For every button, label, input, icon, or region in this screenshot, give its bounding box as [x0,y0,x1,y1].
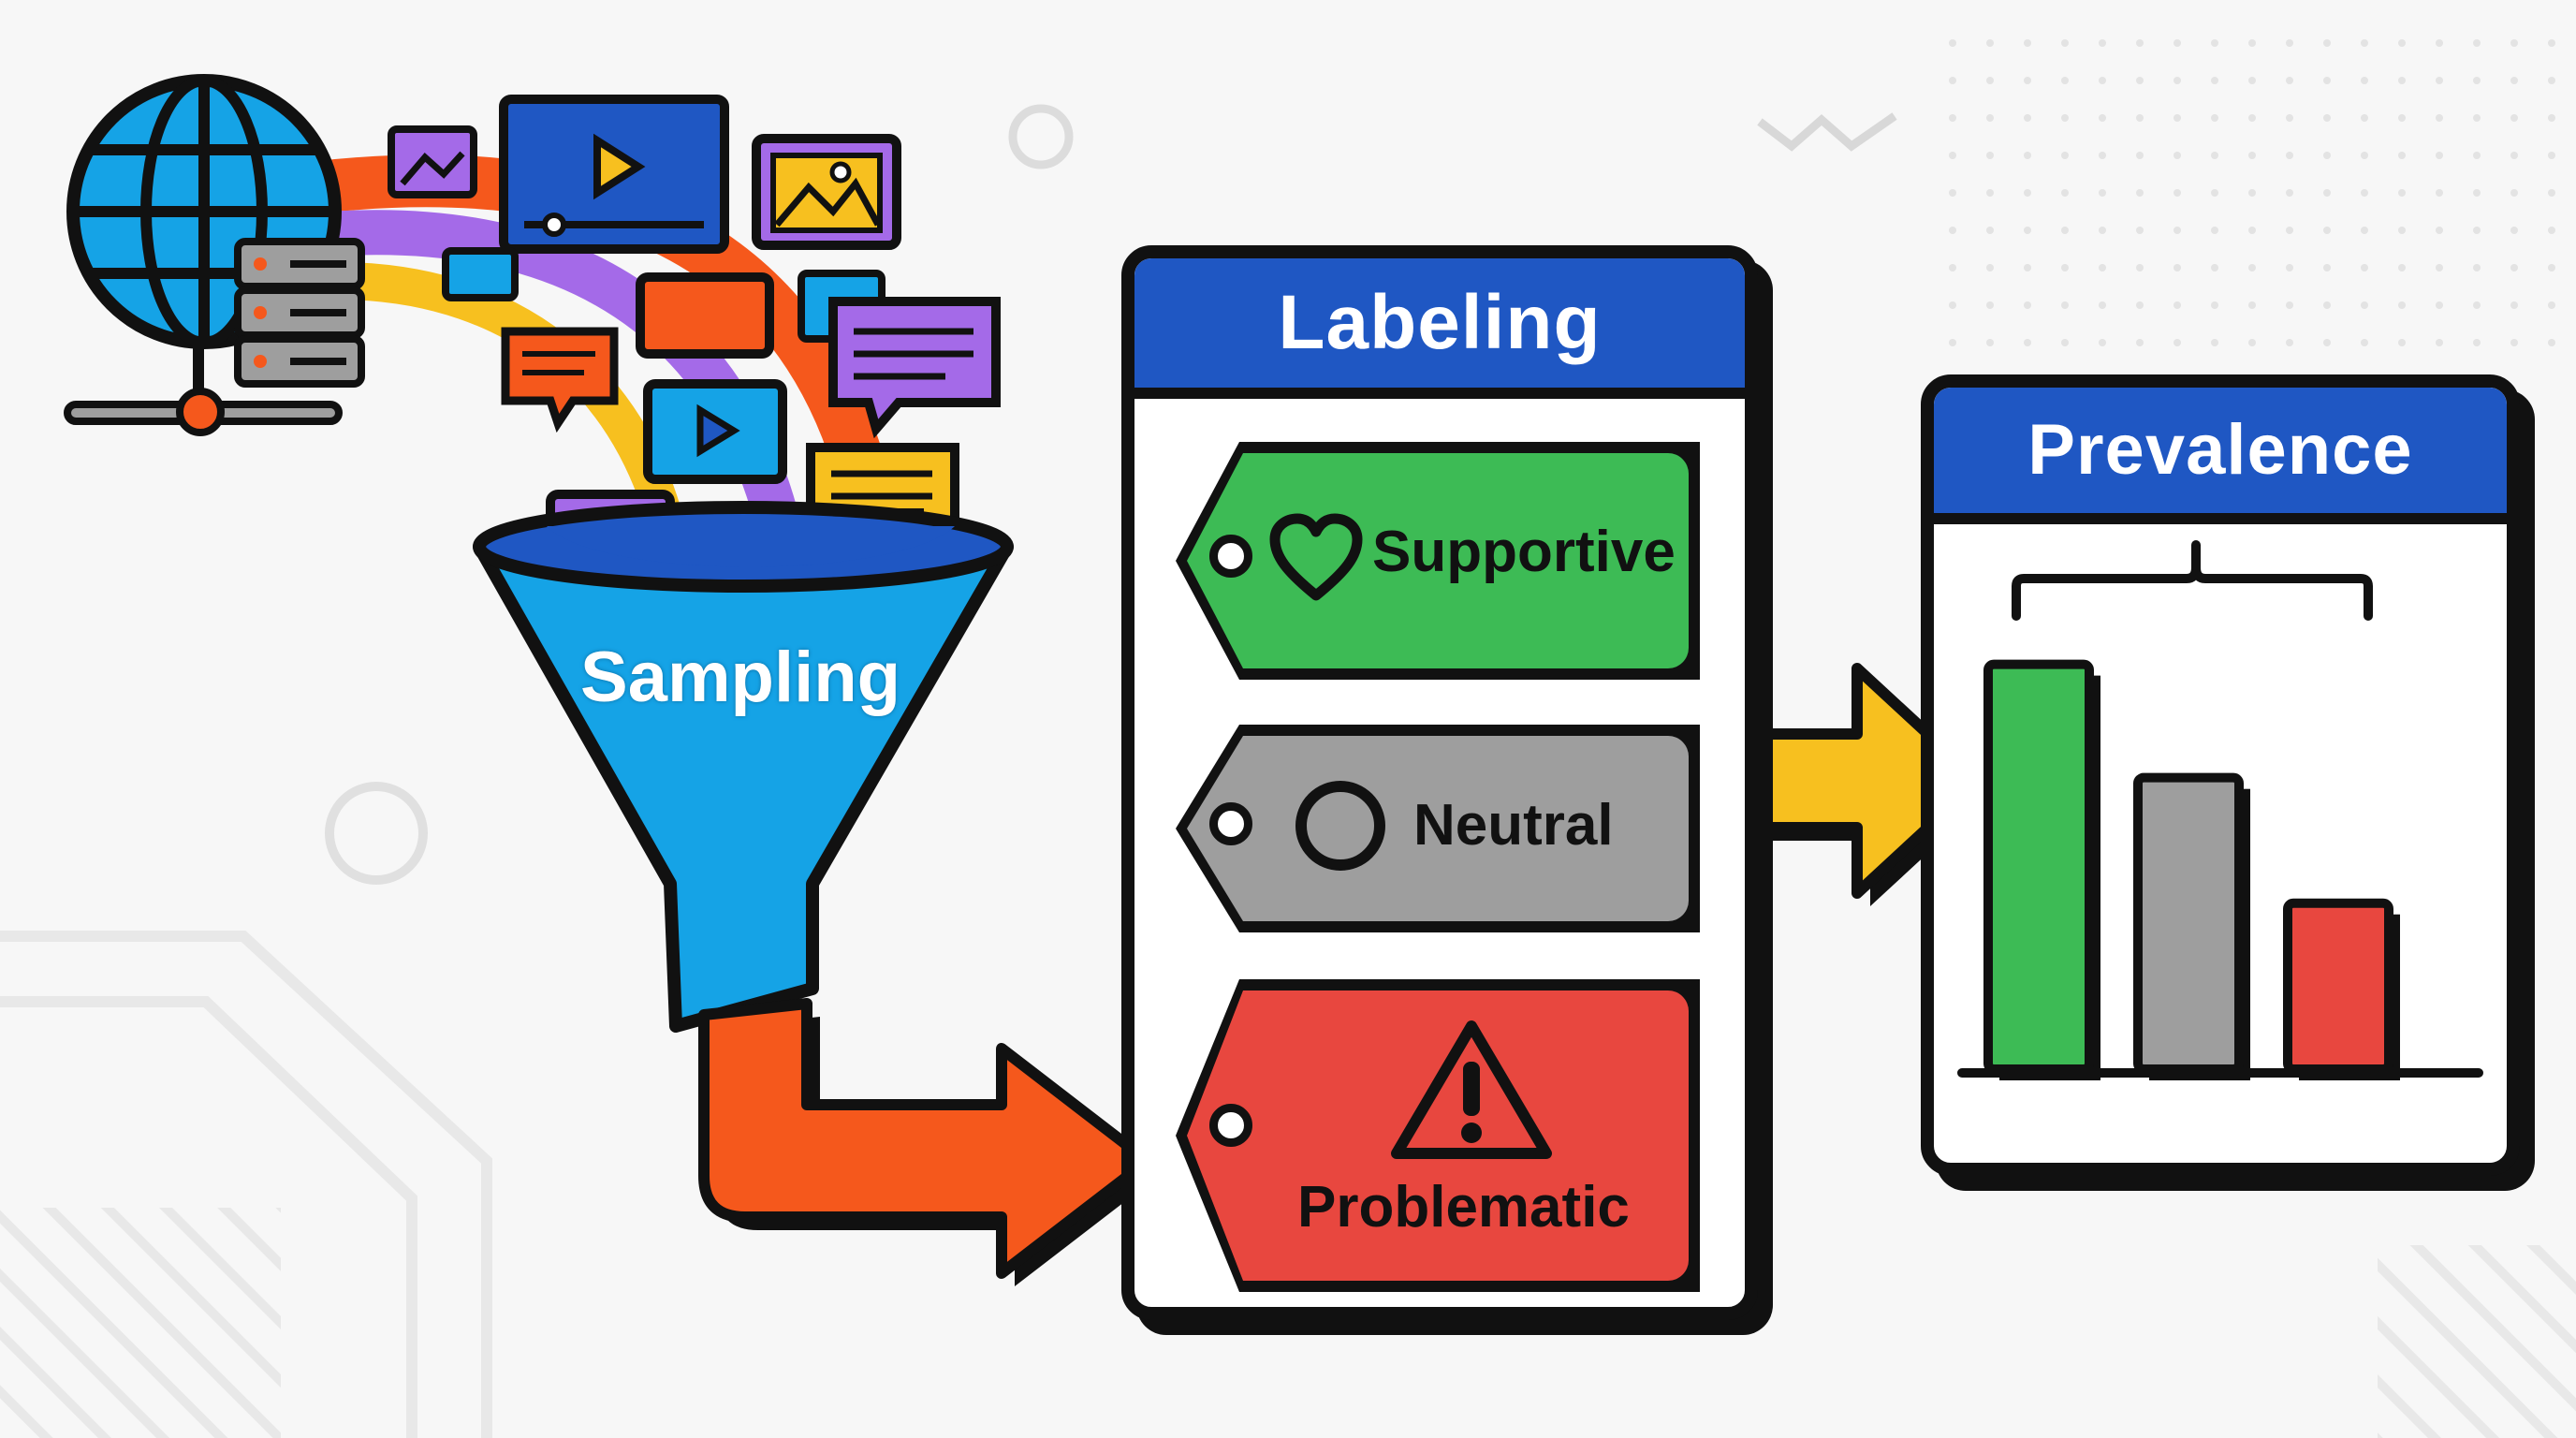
tag-problematic: Problematic [1176,979,1700,1292]
video-player-icon [499,95,729,254]
labeling-panel: Labeling Supportive Neutral [1121,245,1758,1320]
circle-icon [1295,781,1385,871]
tag-hole-icon [1209,802,1252,845]
image-card-icon [752,134,901,250]
chat-bubble-icon [828,297,1001,439]
chat-bubble-icon [501,327,619,433]
prevalence-panel: Prevalence [1921,374,2520,1176]
tag-supportive: Supportive [1176,442,1700,680]
heart-icon [1269,513,1363,601]
warning-icon [1391,1020,1552,1159]
tag-neutral: Neutral [1176,725,1700,932]
tag-problematic-fill [1187,990,1689,1281]
prevalence-chart [1957,540,2483,1080]
server-icon [64,238,365,436]
funnel-icon [473,501,1014,1033]
image-card-icon [388,125,477,198]
tag-supportive-fill [1187,453,1689,668]
sampling-label: Sampling [580,638,901,717]
tag-problematic-label: Problematic [1297,1175,1630,1240]
bar-2 [2133,772,2244,1074]
tag-neutral-fill [1187,736,1689,921]
tag-neutral-label: Neutral [1413,793,1614,858]
video-play-icon [643,379,787,484]
bracket-annotation [2012,540,2373,621]
bar-1 [1983,659,2094,1074]
tag-supportive-label: Supportive [1372,520,1676,584]
labeling-title: Labeling [1134,258,1745,399]
prevalence-title: Prevalence [1934,388,2507,524]
bar-3 [2283,898,2393,1074]
tag-hole-icon [1209,535,1252,578]
tag-hole-icon [1209,1104,1252,1147]
arrow-to-labeling-icon [698,998,1161,1286]
